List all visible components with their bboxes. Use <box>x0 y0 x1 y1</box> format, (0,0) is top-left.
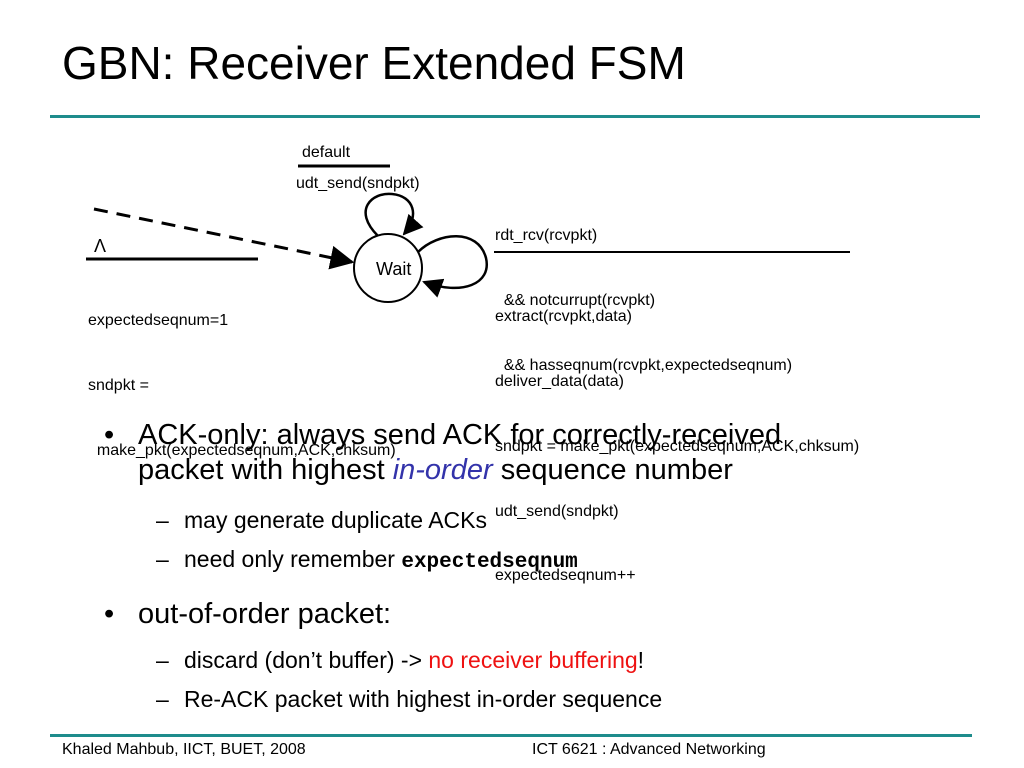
rcv-actions: extract(rcvpkt,data) deliver_data(data) … <box>495 263 859 609</box>
rcv-action-line: deliver_data(data) <box>495 372 624 390</box>
fsm-diagram <box>86 164 850 303</box>
dash-marker: – <box>156 546 169 572</box>
bullet-marker: • <box>104 419 115 451</box>
no-buffering-emphasis: no receiver buffering <box>428 647 638 673</box>
footer-author: Khaled Mahbub, IICT, BUET, 2008 <box>62 741 306 758</box>
bullet-ack-only: • ACK-only: always send ACK for correctl… <box>104 418 782 488</box>
bullet-line: packet with highest in-order sequence nu… <box>138 453 781 488</box>
wait-state-label: Wait <box>376 259 412 279</box>
slide-title: GBN: Receiver Extended FSM <box>62 37 686 89</box>
rcv-action-line: expectedseqnum++ <box>495 567 636 585</box>
init-action-line: make_pkt(expectedseqnum,ACK,chksum) <box>88 441 396 459</box>
bullet-line: ACK-only: always send ACK for correctly-… <box>138 419 782 451</box>
footer-course: ICT 6621 : Advanced Networking <box>532 741 766 758</box>
rcv-event-line: && hasseqnum(rcvpkt,expectedseqnum) <box>495 356 793 374</box>
initial-transition-arrow <box>93 207 355 270</box>
rcv-action-line: udt_send(sndpkt) <box>495 502 619 520</box>
init-action-line: sndpkt = <box>88 376 149 394</box>
rcv-event-label: rdt_rcv(rcvpkt) && notcurrupt(rcvpkt) &&… <box>495 182 792 398</box>
init-event-label: Λ <box>94 236 107 256</box>
dash-marker: – <box>156 507 169 533</box>
rcv-event-line: && notcurrupt(rcvpkt) <box>495 291 656 309</box>
bullet-text: packet with highest <box>138 453 393 486</box>
title-divider <box>50 115 980 118</box>
bullet-out-of-order: • out-of-order packet: <box>104 597 392 632</box>
sub-bullet-text: ! <box>637 647 645 673</box>
sub-bullet-remember: – need only remember expectedseqnum <box>156 546 578 575</box>
bullet-text: sequence number <box>492 453 733 486</box>
dash-marker: – <box>156 647 169 673</box>
sub-bullet-re-ack: – Re-ACK packet with highest in-order se… <box>156 686 663 714</box>
sub-bullet-text: need only remember <box>184 546 402 572</box>
sub-bullet-text: Re-ACK packet with highest in-order sequ… <box>184 686 663 712</box>
rcv-action-line: extract(rcvpkt,data) <box>495 308 632 326</box>
init-action-line: expectedseqnum=1 <box>88 312 229 330</box>
sub-bullet-duplicate-acks: – may generate duplicate ACKs <box>156 507 488 535</box>
sub-bullet-text: discard (don’t buffer) -> <box>184 647 429 673</box>
sub-bullet-discard: – discard (don’t buffer) -> no receiver … <box>156 647 645 675</box>
default-self-loop <box>364 192 424 237</box>
code-expectedseqnum: expectedseqnum <box>401 551 578 574</box>
default-event-label: default <box>302 144 351 161</box>
rcv-self-loop <box>417 235 488 298</box>
rcv-event-line: rdt_rcv(rcvpkt) <box>495 227 598 245</box>
rcv-action-line: sndpkt = make_pkt(expectedseqnum,ACK,chk… <box>495 437 860 455</box>
in-order-emphasis: in-order <box>392 453 493 486</box>
bullet-line: out-of-order packet: <box>138 598 392 630</box>
init-actions: expectedseqnum=1 sndpkt = make_pkt(expec… <box>88 267 396 483</box>
dash-marker: – <box>156 686 169 712</box>
footer-divider <box>50 734 972 737</box>
sub-bullet-text: may generate duplicate ACKs <box>184 507 488 533</box>
default-action-label: udt_send(sndpkt) <box>296 175 420 192</box>
bullet-marker: • <box>104 598 115 630</box>
